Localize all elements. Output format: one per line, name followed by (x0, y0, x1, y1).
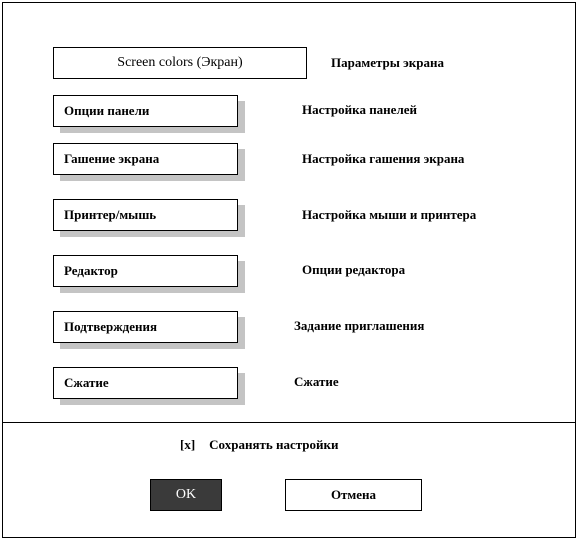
screen-colors-description: Параметры экрана (331, 55, 444, 70)
panel-options-button[interactable]: Опции панели (53, 95, 238, 127)
cancel-button[interactable]: Отмена (285, 479, 422, 511)
screen-blanking-button[interactable]: Гашение экрана (53, 143, 238, 175)
save-settings-checkbox[interactable]: [x] (180, 437, 196, 452)
save-settings-label: Сохранять настройки (209, 437, 339, 452)
save-settings-option[interactable]: [x] Сохранять настройки (180, 437, 339, 453)
divider (2, 422, 576, 423)
ok-button[interactable]: OK (150, 479, 222, 511)
confirmations-description: Задание приглашения (294, 318, 425, 333)
printer-mouse-button[interactable]: Принтер/мышь (53, 199, 238, 231)
screen-colors-button[interactable]: Screen colors (Экран) (53, 47, 307, 79)
printer-mouse-description: Настройка мыши и принтера (302, 207, 477, 222)
editor-button[interactable]: Редактор (53, 255, 238, 287)
screen-blanking-description: Настройка гашения экрана (302, 151, 465, 166)
compression-description: Сжатие (294, 374, 339, 389)
editor-description: Опции редактора (302, 262, 406, 277)
panel-options-description: Настройка панелей (302, 102, 417, 117)
confirmations-button[interactable]: Подтверждения (53, 311, 238, 343)
compression-button[interactable]: Сжатие (53, 367, 238, 399)
